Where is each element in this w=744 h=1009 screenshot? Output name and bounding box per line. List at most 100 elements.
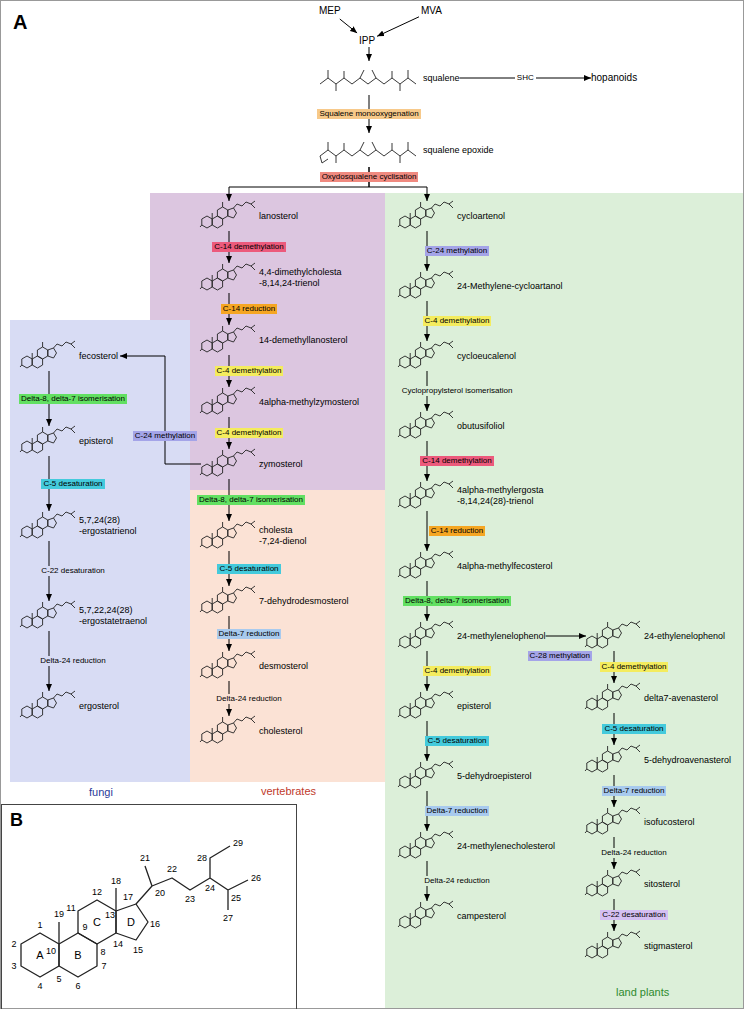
sterol-compound: 24-Methylene-cycloartanol xyxy=(399,271,563,301)
sterol-compound: zymosterol xyxy=(201,449,303,479)
compound-name: squalene epoxide xyxy=(423,145,494,156)
carbon-number: 12 xyxy=(92,887,102,897)
compound-name: 24-methylenecholesterol xyxy=(457,841,555,852)
compound-name: 4alpha-methylergosta -8,14,24(28)-trieno… xyxy=(457,485,557,507)
compound-name: delta7-avenasterol xyxy=(644,693,718,704)
sterol-compound: ergosterol xyxy=(21,691,119,721)
sterol-compound: 24-methylenelophenol xyxy=(399,621,546,651)
step-label: C-14 demethylation xyxy=(420,456,493,466)
step-label: Delta-24 reduction xyxy=(599,848,668,858)
metabolite-node: MEP xyxy=(319,5,341,17)
carbon-number: 16 xyxy=(150,919,160,929)
ring-d xyxy=(116,904,148,940)
structure-drawing xyxy=(585,931,640,958)
reaction-arrow xyxy=(120,356,201,464)
compound-name: 4alpha-methylfecosterol xyxy=(457,561,553,572)
carbon-number: 28 xyxy=(197,853,207,863)
compound-name: lanosterol xyxy=(259,211,298,222)
structure-drawing xyxy=(20,426,75,453)
carbon-number: 6 xyxy=(75,981,80,991)
structure-drawing xyxy=(200,263,255,290)
compound-name: ergosterol xyxy=(79,701,119,712)
carbon-number: 11 xyxy=(66,903,75,913)
sterol-compound: 24-methylenecholesterol xyxy=(399,831,555,861)
reaction-arrow xyxy=(546,636,586,637)
sterol-compound: campesterol xyxy=(399,901,506,931)
step-label: SHC xyxy=(515,73,536,83)
carbon-number: 21 xyxy=(140,853,150,863)
structure-drawing xyxy=(20,341,75,368)
sterol-compound: fecosterol xyxy=(21,341,118,371)
compound-name: cycloartenol xyxy=(457,211,505,222)
sterol-compound: 7-dehydrodesmosterol xyxy=(201,586,349,616)
step-label: C-4 demethylation xyxy=(215,428,284,438)
compound-name: 7-dehydrodesmosterol xyxy=(259,596,349,607)
panel-letter: A xyxy=(13,11,27,34)
step-label: Delta-24 reduction xyxy=(38,656,107,666)
carbon-number: 18 xyxy=(111,876,121,886)
structure-drawing xyxy=(320,142,416,163)
sterol-compound: 5-dehydroepisterol xyxy=(399,761,532,791)
structure-drawing xyxy=(585,869,640,896)
step-label: C-14 reduction xyxy=(221,304,277,314)
step-label: Delta-8, delta-7 isomerisation xyxy=(403,596,511,606)
compound-name: 24-Methylene-cycloartanol xyxy=(457,281,563,292)
metabolite-name: hopanoids xyxy=(591,72,637,83)
carbon-number: 9 xyxy=(82,922,87,932)
compound-name: zymosterol xyxy=(259,459,303,470)
carbon-number: 27 xyxy=(223,913,233,923)
compound-name: 5,7,22,24(28) -ergostatetraenol xyxy=(79,605,164,627)
structure-drawing xyxy=(398,831,453,858)
sterol-compound: 4alpha-methylergosta -8,14,24(28)-trieno… xyxy=(399,481,557,511)
step-label: C-5 desaturation xyxy=(602,724,665,734)
structure-drawing xyxy=(585,621,640,648)
sterol-compound: cholesterol xyxy=(201,716,303,746)
sterol-compound: 24-ethylenelophenol xyxy=(586,621,725,651)
step-label: C-4 demethylation xyxy=(215,366,284,376)
ring-letter: A xyxy=(36,950,43,960)
compound-name: stigmasterol xyxy=(644,941,693,952)
sterol-compound: cycloeucalenol xyxy=(399,341,516,371)
sterol-compound: desmosterol xyxy=(201,651,308,681)
structure-drawing xyxy=(320,70,416,91)
structure-drawing xyxy=(398,271,453,298)
structure-drawing xyxy=(398,691,453,718)
sterol-compound: 4alpha-methylzymosterol xyxy=(201,387,359,417)
step-label: C-24 methylation xyxy=(425,246,489,256)
structure-drawing xyxy=(585,807,640,834)
structure-drawing xyxy=(200,716,255,743)
carbon-number: 13 xyxy=(105,910,115,920)
structure-drawing xyxy=(20,691,75,718)
panel-ground xyxy=(0,803,296,1009)
structure-drawing xyxy=(200,201,255,228)
metabolite-name: MVA xyxy=(421,5,442,16)
carbon-number: 3 xyxy=(11,961,16,971)
compound-name: fecosterol xyxy=(79,351,118,362)
compound-name: episterol xyxy=(79,436,113,447)
carbon-number: 7 xyxy=(101,961,106,971)
taxon-region: fungifecosterolepisterol5,7,24(28) -ergo… xyxy=(11,321,191,783)
carbon-number: 2 xyxy=(11,939,16,949)
carbon-number: 24 xyxy=(205,883,215,893)
carbon-number: 29 xyxy=(233,838,243,848)
plant-region xyxy=(385,193,743,1008)
structure-drawing xyxy=(200,449,255,476)
carbon-number: 5 xyxy=(56,974,61,984)
carbon-number: 4 xyxy=(37,981,42,991)
structure-drawing xyxy=(585,745,640,772)
sterol-compound: 5,7,22,24(28) -ergostatetraenol xyxy=(21,601,164,631)
ring-letter: C xyxy=(93,917,101,927)
reaction-arrow xyxy=(340,19,357,33)
sterol-compound: stigmasterol xyxy=(586,931,693,961)
sterol-compound: delta7-avenasterol xyxy=(586,683,718,713)
sterol-compound: lanosterol xyxy=(201,201,298,231)
squalene-compound: squalene epoxide xyxy=(319,133,494,167)
compound-name: 5,7,24(28) -ergostatrienol xyxy=(79,515,164,537)
step-label: Delta-7 reduction xyxy=(602,786,667,796)
squalene-compound: squalene xyxy=(319,61,460,95)
compound-name: isofucosterol xyxy=(644,817,695,828)
step-label: C-4 demethylation xyxy=(600,662,669,672)
carbon-number: 19 xyxy=(54,909,64,919)
metabolite-name: IPP xyxy=(359,35,375,46)
sterol-compound: 14-demethyllanosterol xyxy=(201,325,348,355)
